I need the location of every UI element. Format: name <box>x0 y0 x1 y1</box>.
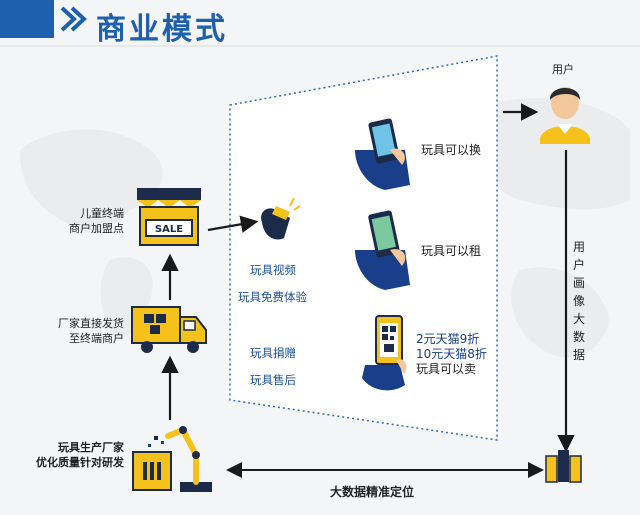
header-accent-bar <box>0 0 54 38</box>
delivery-truck-icon <box>131 306 207 353</box>
sale-sign-text: SALE <box>155 224 183 235</box>
service-video-label: 玩具视频 <box>250 263 296 277</box>
store-to-services-arrow <box>207 215 259 233</box>
user-label: 用户 <box>552 63 574 76</box>
factory-label: 玩具生产厂家 优化质量针对研发 <box>36 441 124 469</box>
service-donate-label: 玩具捐赠 <box>250 346 296 360</box>
user-profile-bigdata-label: 用户画像大数据 <box>572 240 585 362</box>
action-rent-label: 玩具可以租 <box>421 244 482 258</box>
services-panel <box>229 55 498 441</box>
world-map-background <box>20 98 630 358</box>
page-title: 商业模式 <box>96 12 228 47</box>
service-free-trial-label: 玩具免费体验 <box>238 290 307 304</box>
scan-hand-icon <box>261 197 301 240</box>
store-label: 儿童终端 商户加盟点 <box>69 207 124 235</box>
action-sell-label: 2元天猫9折 10元天猫8折 玩具可以卖 <box>416 332 487 376</box>
store-sale-icon: SALE <box>137 188 201 246</box>
service-after-sales-label: 玩具售后 <box>250 373 296 387</box>
phone-rent-icon <box>355 210 410 290</box>
user-avatar-icon <box>540 87 590 144</box>
truck-label: 厂家直接发货 至终端商户 <box>58 317 124 345</box>
phone-exchange-icon <box>355 118 410 190</box>
bigdata-position-label: 大数据精准定位 <box>330 485 415 499</box>
header-chevrons-icon <box>60 6 87 32</box>
factory-robot-icon <box>132 426 212 492</box>
action-exchange-label: 玩具可以换 <box>421 143 482 157</box>
phone-sell-qr-icon <box>362 315 407 391</box>
big-data-books-icon <box>545 450 582 483</box>
